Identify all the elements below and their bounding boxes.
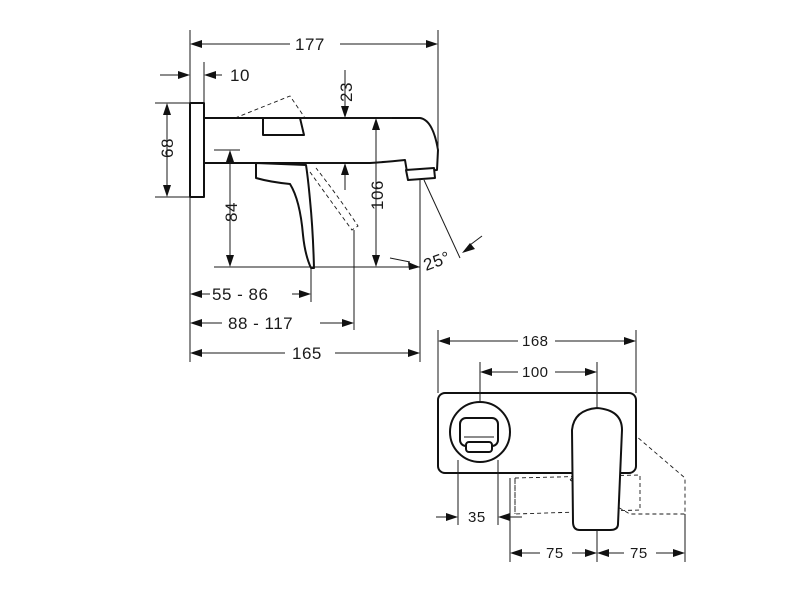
handle-body-side [262, 117, 305, 136]
lever-ghost-back [234, 95, 306, 119]
dim-lever-drop: 84 [222, 202, 241, 222]
dim-outlet-offset: 35 [468, 509, 486, 526]
dim-spray-angle: 25° [421, 248, 453, 275]
front-view: 168 100 35 75 75 [436, 330, 686, 562]
wall-plate-side [189, 102, 205, 198]
dim-lever-reach: 55 - 86 [212, 285, 268, 304]
dim-plate-width: 168 [522, 333, 549, 350]
dim-lever-swing: 88 - 117 [228, 314, 293, 333]
dim-lever-swing-left: 75 [546, 545, 564, 562]
spout-side [203, 117, 439, 173]
dim-outlet-height: 106 [368, 180, 387, 210]
dim-overall-length: 177 [295, 35, 325, 54]
lever-front [571, 407, 623, 531]
side-view: 177 10 68 23 106 84 [155, 30, 483, 363]
lever-ghost-front [309, 167, 359, 231]
spout-outlet [405, 167, 436, 181]
dim-plate-thickness: 10 [230, 66, 250, 85]
dim-plate-height: 68 [158, 138, 177, 158]
dim-center-distance: 100 [522, 364, 549, 381]
lever-side [255, 162, 315, 269]
dim-projection: 165 [292, 344, 322, 363]
dim-lever-swing-right: 75 [630, 545, 648, 562]
aerator-front [465, 441, 493, 453]
dim-spout-height: 23 [337, 82, 356, 102]
